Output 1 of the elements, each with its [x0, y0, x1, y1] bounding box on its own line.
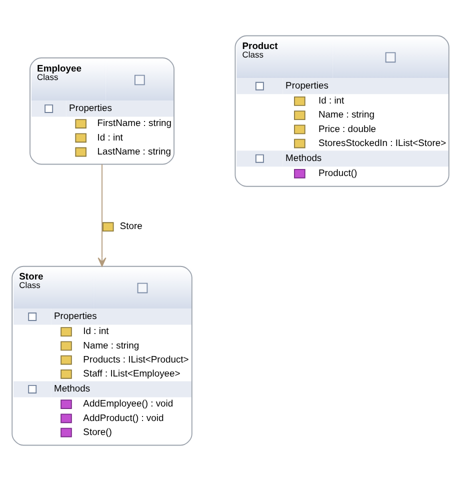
- edge-label: Store: [120, 220, 142, 231]
